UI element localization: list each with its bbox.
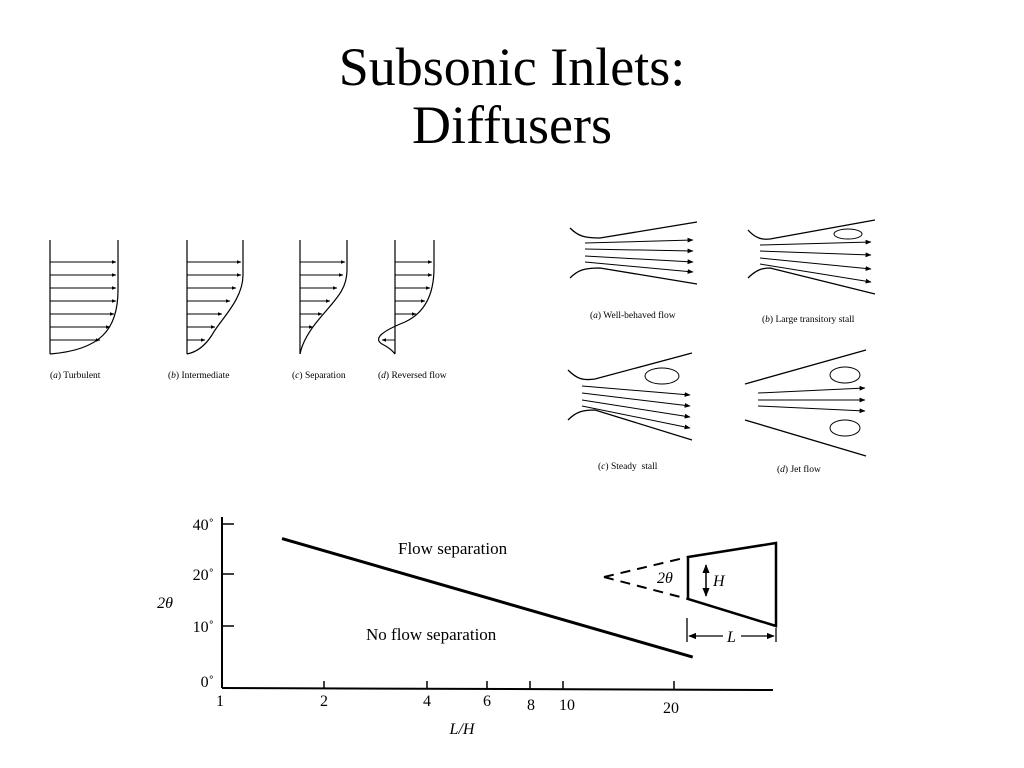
title-line-1: Subsonic Inlets:: [338, 37, 686, 97]
caption-label: Steady stall: [611, 462, 658, 472]
x-tick-label: 1: [216, 693, 224, 710]
x-tick-label: 6: [483, 693, 491, 710]
regime-jet-flow: [744, 349, 867, 457]
x-axis: [221, 687, 774, 691]
caption-separation: (c) Separation: [292, 370, 346, 381]
caption-label: Turbulent: [63, 371, 100, 381]
inset-length-label: L: [726, 629, 736, 646]
caption-well-behaved: (a) Well-behaved flow: [590, 310, 676, 321]
caption-letter: d: [780, 465, 785, 475]
caption-letter: b: [171, 371, 176, 381]
x-tick-label: 2: [320, 693, 328, 710]
y-tick-label: 0˚: [201, 674, 214, 691]
y-axis-label: 2θ: [157, 595, 173, 612]
inset-angle-label: 2θ: [657, 570, 673, 587]
profile-turbulent: [49, 240, 119, 355]
flow-separation-label: Flow separation: [398, 539, 508, 558]
caption-turbulent: (a) Turbulent: [50, 370, 101, 381]
caption-label: Reversed flow: [391, 370, 446, 381]
title-line-2: Diffusers: [412, 95, 612, 155]
caption-letter: a: [53, 371, 58, 381]
slide-title: Subsonic Inlets: Diffusers: [0, 38, 1024, 154]
y-tick-label: 20˚: [193, 567, 214, 584]
x-tick-label: 10: [559, 697, 575, 714]
profile-separation: [299, 240, 348, 355]
caption-steady-stall: (c) Steady stall: [598, 461, 658, 472]
velocity-profiles: [49, 240, 435, 355]
separation-boundary-line: [281, 537, 694, 659]
profile-reversed-flow: [377, 240, 435, 355]
caption-label: Separation: [305, 371, 346, 381]
no-flow-separation-label: No flow separation: [366, 625, 497, 644]
caption-letter: c: [295, 371, 300, 381]
y-tick-label: 40˚: [193, 517, 214, 534]
separation-chart: [221, 517, 778, 691]
x-tick-label: 20: [663, 700, 679, 717]
regime-well-behaved: [569, 221, 698, 285]
caption-letter: d: [381, 371, 386, 381]
regime-steady-stall: [567, 352, 693, 441]
caption-label: Jet flow: [790, 464, 820, 475]
caption-letter: c: [601, 462, 606, 472]
caption-letter: b: [765, 315, 770, 325]
caption-large-transitory-stall: (b) Large transitory stall: [762, 314, 855, 325]
caption-label: Large transitory stall: [775, 315, 854, 325]
diffuser-inset: [603, 541, 778, 642]
caption-letter: a: [593, 311, 598, 321]
caption-label: Intermediate: [181, 371, 229, 381]
caption-reversed-flow: (d) Reversed flow: [378, 370, 447, 381]
x-tick-label: 8: [527, 697, 535, 714]
caption-label: Well-behaved flow: [603, 310, 675, 321]
profile-intermediate: [186, 240, 244, 355]
caption-jet-flow: (d) Jet flow: [777, 464, 821, 475]
x-tick-label: 4: [423, 693, 431, 710]
inset-height-label: H: [712, 573, 726, 590]
flow-regimes: [567, 219, 876, 457]
y-tick-label: 10˚: [193, 619, 214, 636]
x-axis-label: L/H: [449, 721, 476, 738]
caption-intermediate: (b) Intermediate: [168, 370, 229, 381]
regime-large-transitory-stall: [747, 219, 876, 295]
